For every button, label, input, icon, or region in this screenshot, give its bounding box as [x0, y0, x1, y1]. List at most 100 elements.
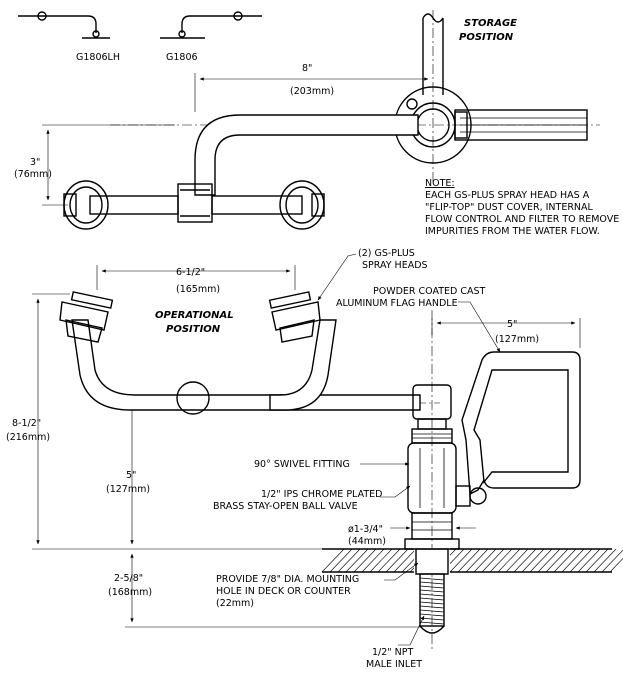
dim-6-5-mm: (165mm)	[176, 284, 220, 295]
callout-valve-1: 1/2" IPS CHROME PLATED	[261, 489, 382, 500]
dimension-8in	[194, 73, 429, 112]
model-label-left: G1806LH	[76, 52, 120, 63]
counter-hatch-line	[329, 548, 353, 573]
counter-deck	[321, 548, 623, 574]
model-thumbnail-right	[160, 11, 262, 39]
dim-dia-mm: (44mm)	[348, 536, 386, 547]
storage-position-line1: STORAGE	[464, 18, 517, 29]
storage-position-line2: POSITION	[459, 32, 514, 43]
counter-hatch-line	[577, 548, 601, 573]
counter-hatch-line	[593, 548, 617, 573]
counter-hatch-line	[537, 548, 561, 573]
dim-8-mm: (203mm)	[290, 86, 334, 97]
counter-hatch-line	[513, 548, 537, 573]
counter-hatch-line	[553, 548, 577, 573]
counter-hatch-line	[369, 548, 393, 573]
model-label-right: G1806	[166, 52, 198, 63]
inlet-thread-line	[419, 581, 445, 585]
callout-mount-1: PROVIDE 7/8" DIA. MOUNTING	[216, 574, 359, 585]
inlet-thread-line	[419, 597, 445, 601]
counter-hatch-line	[353, 548, 377, 573]
dim-5-front-mm: (127mm)	[106, 484, 150, 495]
note-title: NOTE:	[425, 178, 455, 189]
inlet-thread-line	[419, 605, 445, 609]
callout-mount-2: HOLE IN DECK OR COUNTER	[216, 586, 351, 597]
counter-hatch-line	[481, 548, 505, 573]
callout-swivel: 90° SWIVEL FITTING	[254, 459, 350, 470]
inlet-thread-line	[419, 613, 445, 617]
callout-mount-3: (22mm)	[216, 598, 254, 609]
dim-2-5-8-in: 2-5/8"	[114, 573, 143, 584]
dimension-6-5in	[96, 265, 296, 290]
storage-pipe	[422, 13, 444, 95]
operational-position-line1: OPERATIONAL	[155, 310, 234, 321]
counter-hatch-line	[321, 548, 345, 573]
dim-8-5-mm: (216mm)	[6, 432, 50, 443]
dim-2-5-8-mm: (168mm)	[108, 587, 152, 598]
inlet-thread-line	[419, 577, 445, 581]
counter-hatch-line	[497, 548, 521, 573]
inlet-thread-line	[419, 621, 445, 625]
callout-spray-heads-2: SPRAY HEADS	[362, 260, 428, 271]
counter-hatch-line	[449, 548, 473, 573]
inlet-thread-line	[419, 593, 445, 597]
dim-3-in: 3"	[30, 157, 40, 168]
inlet-thread-line	[419, 609, 445, 613]
counter-hatch-line	[489, 548, 513, 573]
dim-5-handle-in: 5"	[507, 319, 517, 330]
note-line-1: EACH GS-PLUS SPRAY HEAD HAS A	[425, 190, 590, 201]
flag-handle	[461, 351, 581, 496]
callout-inlet-2: MALE INLET	[366, 659, 422, 670]
note-line-4: IMPURITIES FROM THE WATER FLOW.	[425, 226, 600, 237]
counter-hatch-line	[569, 548, 593, 573]
note-line-3: FLOW CONTROL AND FILTER TO REMOVE	[425, 214, 619, 225]
counter-hatch-line	[529, 548, 553, 573]
counter-hatch-line	[601, 549, 623, 573]
counter-hatch-line	[561, 548, 585, 573]
u-shaped-pipe	[71, 319, 421, 415]
spray-head-top-left	[63, 180, 109, 230]
dim-6-5-in: 6-1/2"	[176, 267, 205, 278]
spray-head-front-right	[268, 291, 321, 343]
dim-3-mm: (76mm)	[14, 169, 52, 180]
counter-hatch-line	[585, 548, 609, 573]
inlet-thread-line	[419, 585, 445, 589]
inlet-thread-line	[419, 601, 445, 605]
mounting-nut-and-shank	[404, 538, 460, 634]
counter-hatch-line	[385, 548, 409, 573]
counter-hatch-line	[457, 548, 481, 573]
inlet-thread-line	[419, 589, 445, 593]
dimension-3in	[42, 124, 175, 206]
dim-8-in: 8"	[302, 63, 312, 74]
counter-hatch-line	[473, 548, 497, 573]
dimension-2-5-8in	[125, 553, 420, 628]
spray-head-front-left	[59, 291, 114, 343]
model-thumbnail-left	[18, 11, 110, 39]
counter-hatch-line	[393, 548, 417, 573]
callout-valve-2: BRASS STAY-OPEN BALL VALVE	[213, 501, 358, 512]
callout-handle-2: ALUMINUM FLAG HANDLE	[336, 298, 458, 309]
counter-hatch-line	[377, 548, 401, 573]
operational-position-line2: POSITION	[166, 324, 221, 335]
note-line-2: "FLIP-TOP" DUST COVER, INTERNAL	[425, 202, 594, 213]
top-view-pipe	[89, 114, 419, 223]
counter-hatch-line	[521, 548, 545, 573]
spray-head-top-right	[279, 180, 325, 230]
handle-top-view	[454, 109, 588, 141]
counter-hatch-line	[337, 548, 361, 573]
ball-valve-body	[407, 442, 487, 540]
counter-hatch-line	[361, 548, 385, 573]
counter-hatch-line	[465, 548, 489, 573]
dim-5-handle-mm: (127mm)	[495, 334, 539, 345]
dim-8-5-in: 8-1/2"	[12, 418, 41, 429]
dimension-5in-handle	[431, 318, 581, 348]
callout-handle-1: POWDER COATED CAST	[373, 286, 486, 297]
counter-hatch-line	[545, 548, 569, 573]
callout-spray-heads-1: (2) GS-PLUS	[358, 248, 415, 259]
callout-inlet-1: 1/2" NPT	[372, 647, 414, 658]
counter-hatch-line	[609, 557, 623, 573]
dim-dia-in: ø1-3/4"	[348, 524, 383, 535]
counter-hatch-line	[505, 548, 529, 573]
dim-5-front-in: 5"	[126, 470, 136, 481]
